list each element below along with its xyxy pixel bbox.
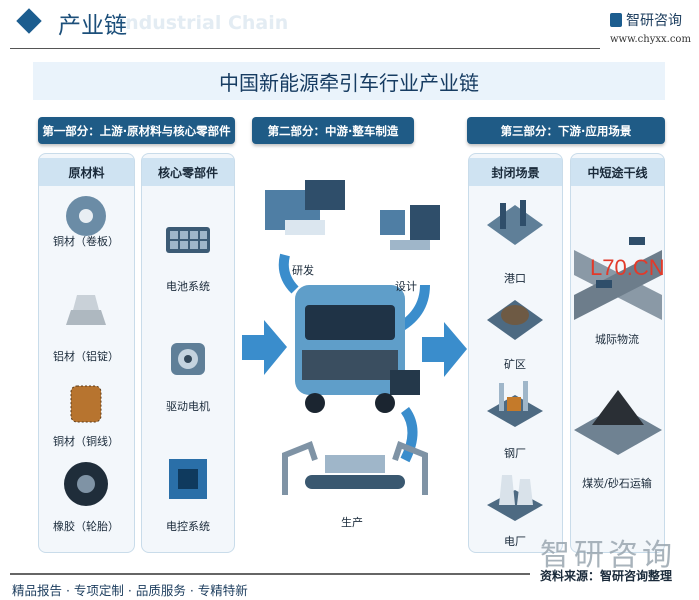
raw-item-label: 橡胶（轮胎）	[53, 520, 119, 533]
midstream-label-design: 设计	[395, 280, 417, 293]
port-icon	[487, 200, 543, 245]
logo-icon	[610, 13, 622, 27]
truck-icon	[295, 285, 420, 413]
closed-item-label: 钢厂	[504, 447, 526, 460]
trunk-lines-column	[570, 153, 665, 553]
raw-item-label: 铜材（卷板）	[53, 235, 119, 248]
power-plant-icon	[487, 475, 543, 521]
trunk-item-label: 煤炭/砂石运输	[582, 477, 652, 490]
closed-scenes-header: 封闭场景	[469, 158, 562, 186]
footer-divider	[10, 573, 530, 575]
trunk-item-label: 城际物流	[595, 333, 639, 346]
closed-item-label: 矿区	[504, 358, 526, 371]
page-title: 产业链	[58, 13, 127, 39]
controller-chip-icon	[169, 459, 207, 499]
copper-wire-icon	[70, 385, 102, 423]
arrow-right-icon	[242, 320, 287, 375]
source-note: 资料来源：智研咨询整理	[540, 569, 673, 583]
core-item-label: 电池系统	[166, 280, 210, 293]
midstream-label-production: 生产	[341, 516, 363, 529]
watermark-english: Industrial Chain	[118, 12, 289, 34]
watermark-logo: 智研咨询	[540, 538, 676, 573]
trunk-lines-header: 中短途干线	[571, 158, 664, 186]
footer-slogan: 精品报告 · 专项定制 · 品质服务 · 专精特新	[12, 583, 248, 598]
closed-item-label: 港口	[504, 272, 526, 285]
aluminum-ingot-icon	[66, 295, 106, 325]
rd-computer-icon	[265, 180, 345, 235]
core-item-label: 电控系统	[166, 520, 210, 533]
raw-item-label: 铝材（铝锭）	[53, 350, 119, 363]
battery-icon	[166, 227, 210, 253]
intercity-road-icon	[574, 237, 662, 320]
motor-icon	[171, 343, 205, 375]
chart-title: 中国新能源牵引车行业产业链	[33, 62, 665, 100]
divider	[10, 48, 600, 49]
section-upstream: 第一部分：上游·原材料与核心零部件	[38, 117, 235, 144]
arrow-right-icon	[422, 322, 467, 377]
design-icon	[380, 205, 440, 250]
diamond-icon	[16, 8, 42, 34]
steel-plant-icon	[487, 381, 543, 427]
raw-materials-header: 原材料	[39, 158, 134, 186]
section-downstream: 第三部分：下游·应用场景	[467, 117, 665, 144]
copper-coil-icon	[66, 196, 106, 236]
midstream-label-rd: 研发	[292, 264, 314, 277]
closed-item-label: 电厂	[504, 535, 526, 548]
logo-text: 智研咨询	[626, 13, 682, 29]
midstream-illustration	[265, 180, 440, 495]
tire-icon	[64, 462, 108, 506]
watermark-red: L70.CN	[590, 255, 665, 280]
arrow-to-rd	[278, 253, 299, 294]
core-item-label: 驱动电机	[166, 400, 210, 413]
production-line-icon	[282, 441, 428, 495]
core-components-header: 核心零部件	[142, 158, 234, 186]
arrow-from-production	[400, 407, 418, 463]
section-midstream: 第二部分：中游·整车制造	[252, 117, 414, 144]
site-url: www.chyxx.com	[610, 34, 691, 45]
logo: 智研咨询	[610, 10, 682, 30]
coal-transport-icon	[574, 390, 662, 455]
raw-item-label: 铜材（铜线）	[53, 435, 119, 448]
mine-icon	[487, 300, 543, 340]
